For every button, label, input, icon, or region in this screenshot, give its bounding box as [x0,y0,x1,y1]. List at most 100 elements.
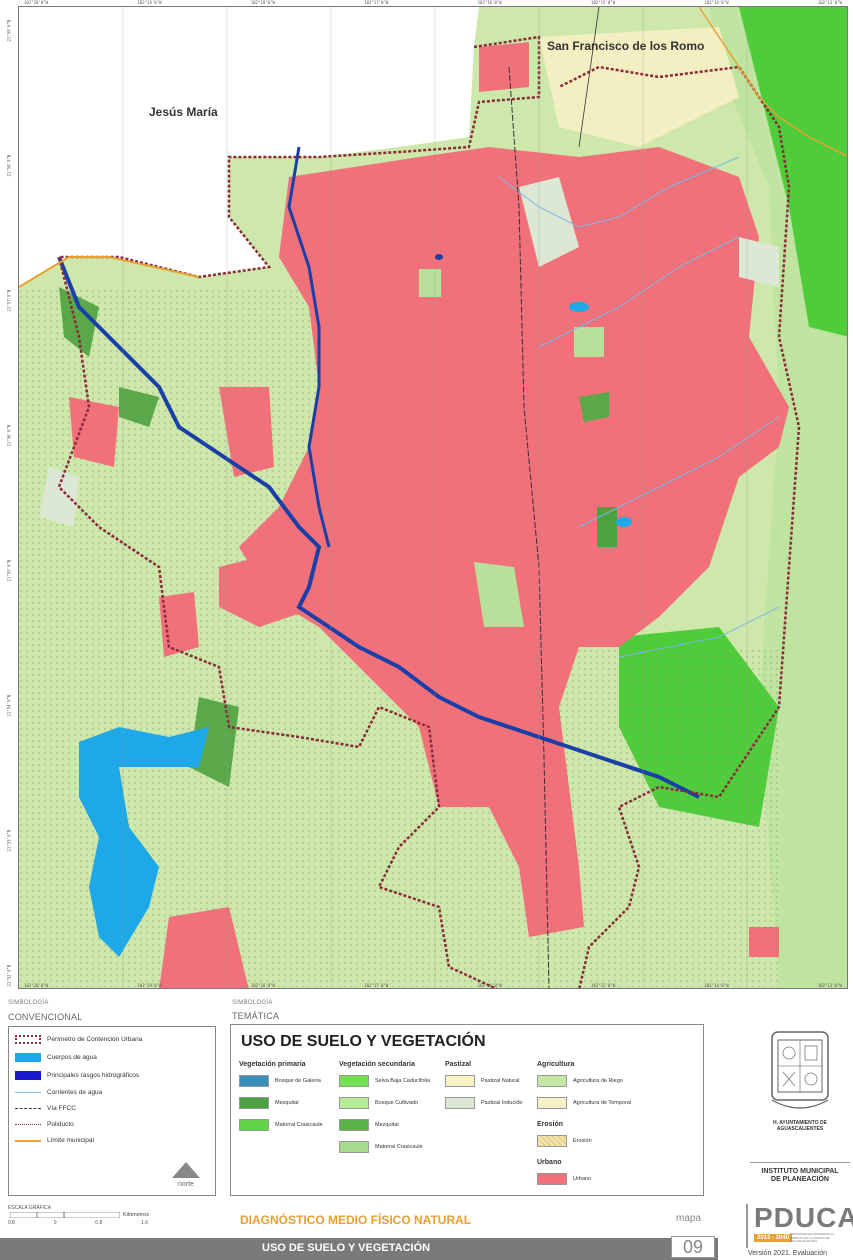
legend-label: Matorral Crasicaule [275,1122,323,1128]
swatch-icon [537,1173,567,1185]
temporal-patch [539,27,739,147]
pastizal-spot [739,237,779,287]
coord-label: 102°20'0"W [24,983,49,988]
instituto-label-1: INSTITUTO MUNICIPAL [761,1168,839,1175]
stream-line-icon [15,1092,41,1093]
urban-patch [519,867,584,937]
green-island [419,269,441,297]
legend-title: USO DE SUELO Y VEGETACIÓN [241,1033,486,1050]
top-coordinates: 102°20'0"W 102°19'0"W 102°18'0"W 102°17'… [18,0,848,10]
legend-label: Matorral Crasicaule [375,1144,423,1150]
north-label: norte [178,1181,194,1188]
coord-label: 21°52'0"N [6,964,12,987]
urban-patch [159,592,199,657]
land-use-map[interactable]: San Francisco de los Romo Jesús María [18,6,848,989]
legend-agricultura-riego: Agricultura de Riego [537,1075,623,1087]
left-coordinates: 21°59'0"N 21°58'0"N 21°57'0"N 21°56'0"N … [0,20,18,987]
map-canvas [19,7,847,988]
group-agricultura: Agricultura [537,1061,575,1068]
coord-label: 21°53'0"N [6,829,12,852]
water-swatch-icon [15,1053,41,1062]
legend-label: Urbano [573,1176,592,1182]
pduca-description: PROGRAMA DE DESARROLLO URBANO DE LA CIUD… [790,1232,834,1243]
legend-label: Erosión [573,1138,592,1144]
swatch-icon [339,1097,369,1109]
coord-label: 21°59'0"N [6,19,12,42]
legend-via-ffcc: Vía FFCC [15,1105,76,1112]
legend-pastizal-inducido: Pastizal Inducido [445,1097,523,1109]
water-body [435,254,443,260]
municipal-limit [698,7,847,157]
divider [750,1162,850,1163]
simbologia-label: SIMBOLOGÍA [8,1000,49,1006]
urban-patch [219,387,274,477]
map-subtitle: USO DE SUELO Y VEGETACIÓN [262,1242,431,1254]
legend-cuerpos-agua: Cuerpos de agua [15,1053,97,1062]
water-body [616,517,632,527]
urban-perimeter [57,35,801,988]
green-island [597,507,617,547]
legend-urbano: Urbano [537,1173,591,1185]
coord-label: 102°17'0"W [364,983,389,988]
scale-number: 0.8 [8,1220,15,1226]
main-river [287,146,331,548]
legend-label: Agricultura de Temporal [573,1100,631,1106]
legend-label: Corrientes de agua [47,1089,103,1096]
scale-numbers: 0.8 0 0.8 1.6 [8,1220,148,1226]
water-body [569,302,589,312]
stream [498,156,740,228]
legend-label: Cuerpos de agua [47,1054,97,1061]
railway [508,66,550,988]
group-vegetacion-primaria: Vegetación primaria [239,1061,306,1068]
swatch-icon [445,1097,475,1109]
mezquital-patch [119,387,159,427]
mezquital-patch [59,287,99,357]
ne-matorral [739,7,847,337]
legend-erosion: Erosión [537,1135,592,1147]
legend-perimetro: Perímetro de Contención Urbana [15,1035,142,1044]
legend-label: Pastizal Inducido [481,1100,523,1106]
pastizal-spot [39,467,79,527]
group-erosion: Erosión [537,1121,564,1128]
scale-number: 0.8 [95,1220,103,1226]
legend-label: Mezquital [375,1122,399,1128]
swatch-icon [339,1075,369,1087]
green-island [574,327,604,357]
instituto-label-2: DE PLANEACIÓN [771,1176,829,1183]
legend-label: Poliducto [47,1121,74,1128]
legend-label: Bosque de Galería [275,1078,321,1084]
coord-label: 21°55'0"N [6,559,12,582]
grid-lines [122,7,748,988]
simbologia-label: SIMBOLOGÍA [232,1000,273,1006]
footer-bar [0,1238,718,1260]
swatch-icon [537,1097,567,1109]
place-label-san-francisco: San Francisco de los Romo [547,39,705,53]
scale-number: 1.6 [141,1220,148,1226]
urban-area [239,147,789,887]
stream [618,606,780,658]
legend-selva-baja: Selva Baja Caducifolia [339,1075,430,1087]
legend-limite-municipal: Límite municipal [15,1137,94,1144]
coord-label: 102°14'0"W [704,983,729,988]
stream [538,236,740,348]
pduca-letters: PDUCA [754,1202,853,1233]
north-arrow-icon [172,1162,200,1178]
thematic-legend: USO DE SUELO Y VEGETACIÓN Vegetación pri… [230,1024,704,1196]
legend-corrientes: Corrientes de agua [15,1089,102,1096]
scale-number: 0 [53,1220,57,1226]
swatch-icon [339,1119,369,1131]
legend-bosque-cultivado: Bosque Cultivado [339,1097,418,1109]
coord-label: 102°14'0"W [704,0,729,5]
urban-patch [479,42,529,92]
coord-label: 21°57'0"N [6,289,12,312]
legend-label: Mezquital [275,1100,299,1106]
swatch-icon [339,1141,369,1153]
coord-label: 102°15'0"W [591,983,616,988]
bottom-coordinates: 102°20'0"W 102°19'0"W 102°18'0"W 102°17'… [18,983,848,993]
main-river [57,256,700,799]
water-body [79,727,209,957]
diagnostico-title: DIAGNÓSTICO MEDIO FÍSICO NATURAL [240,1213,472,1227]
swatch-icon [239,1097,269,1109]
legend-pastizal-natural: Pastizal Natural [445,1075,520,1087]
urban-patch [159,907,249,988]
